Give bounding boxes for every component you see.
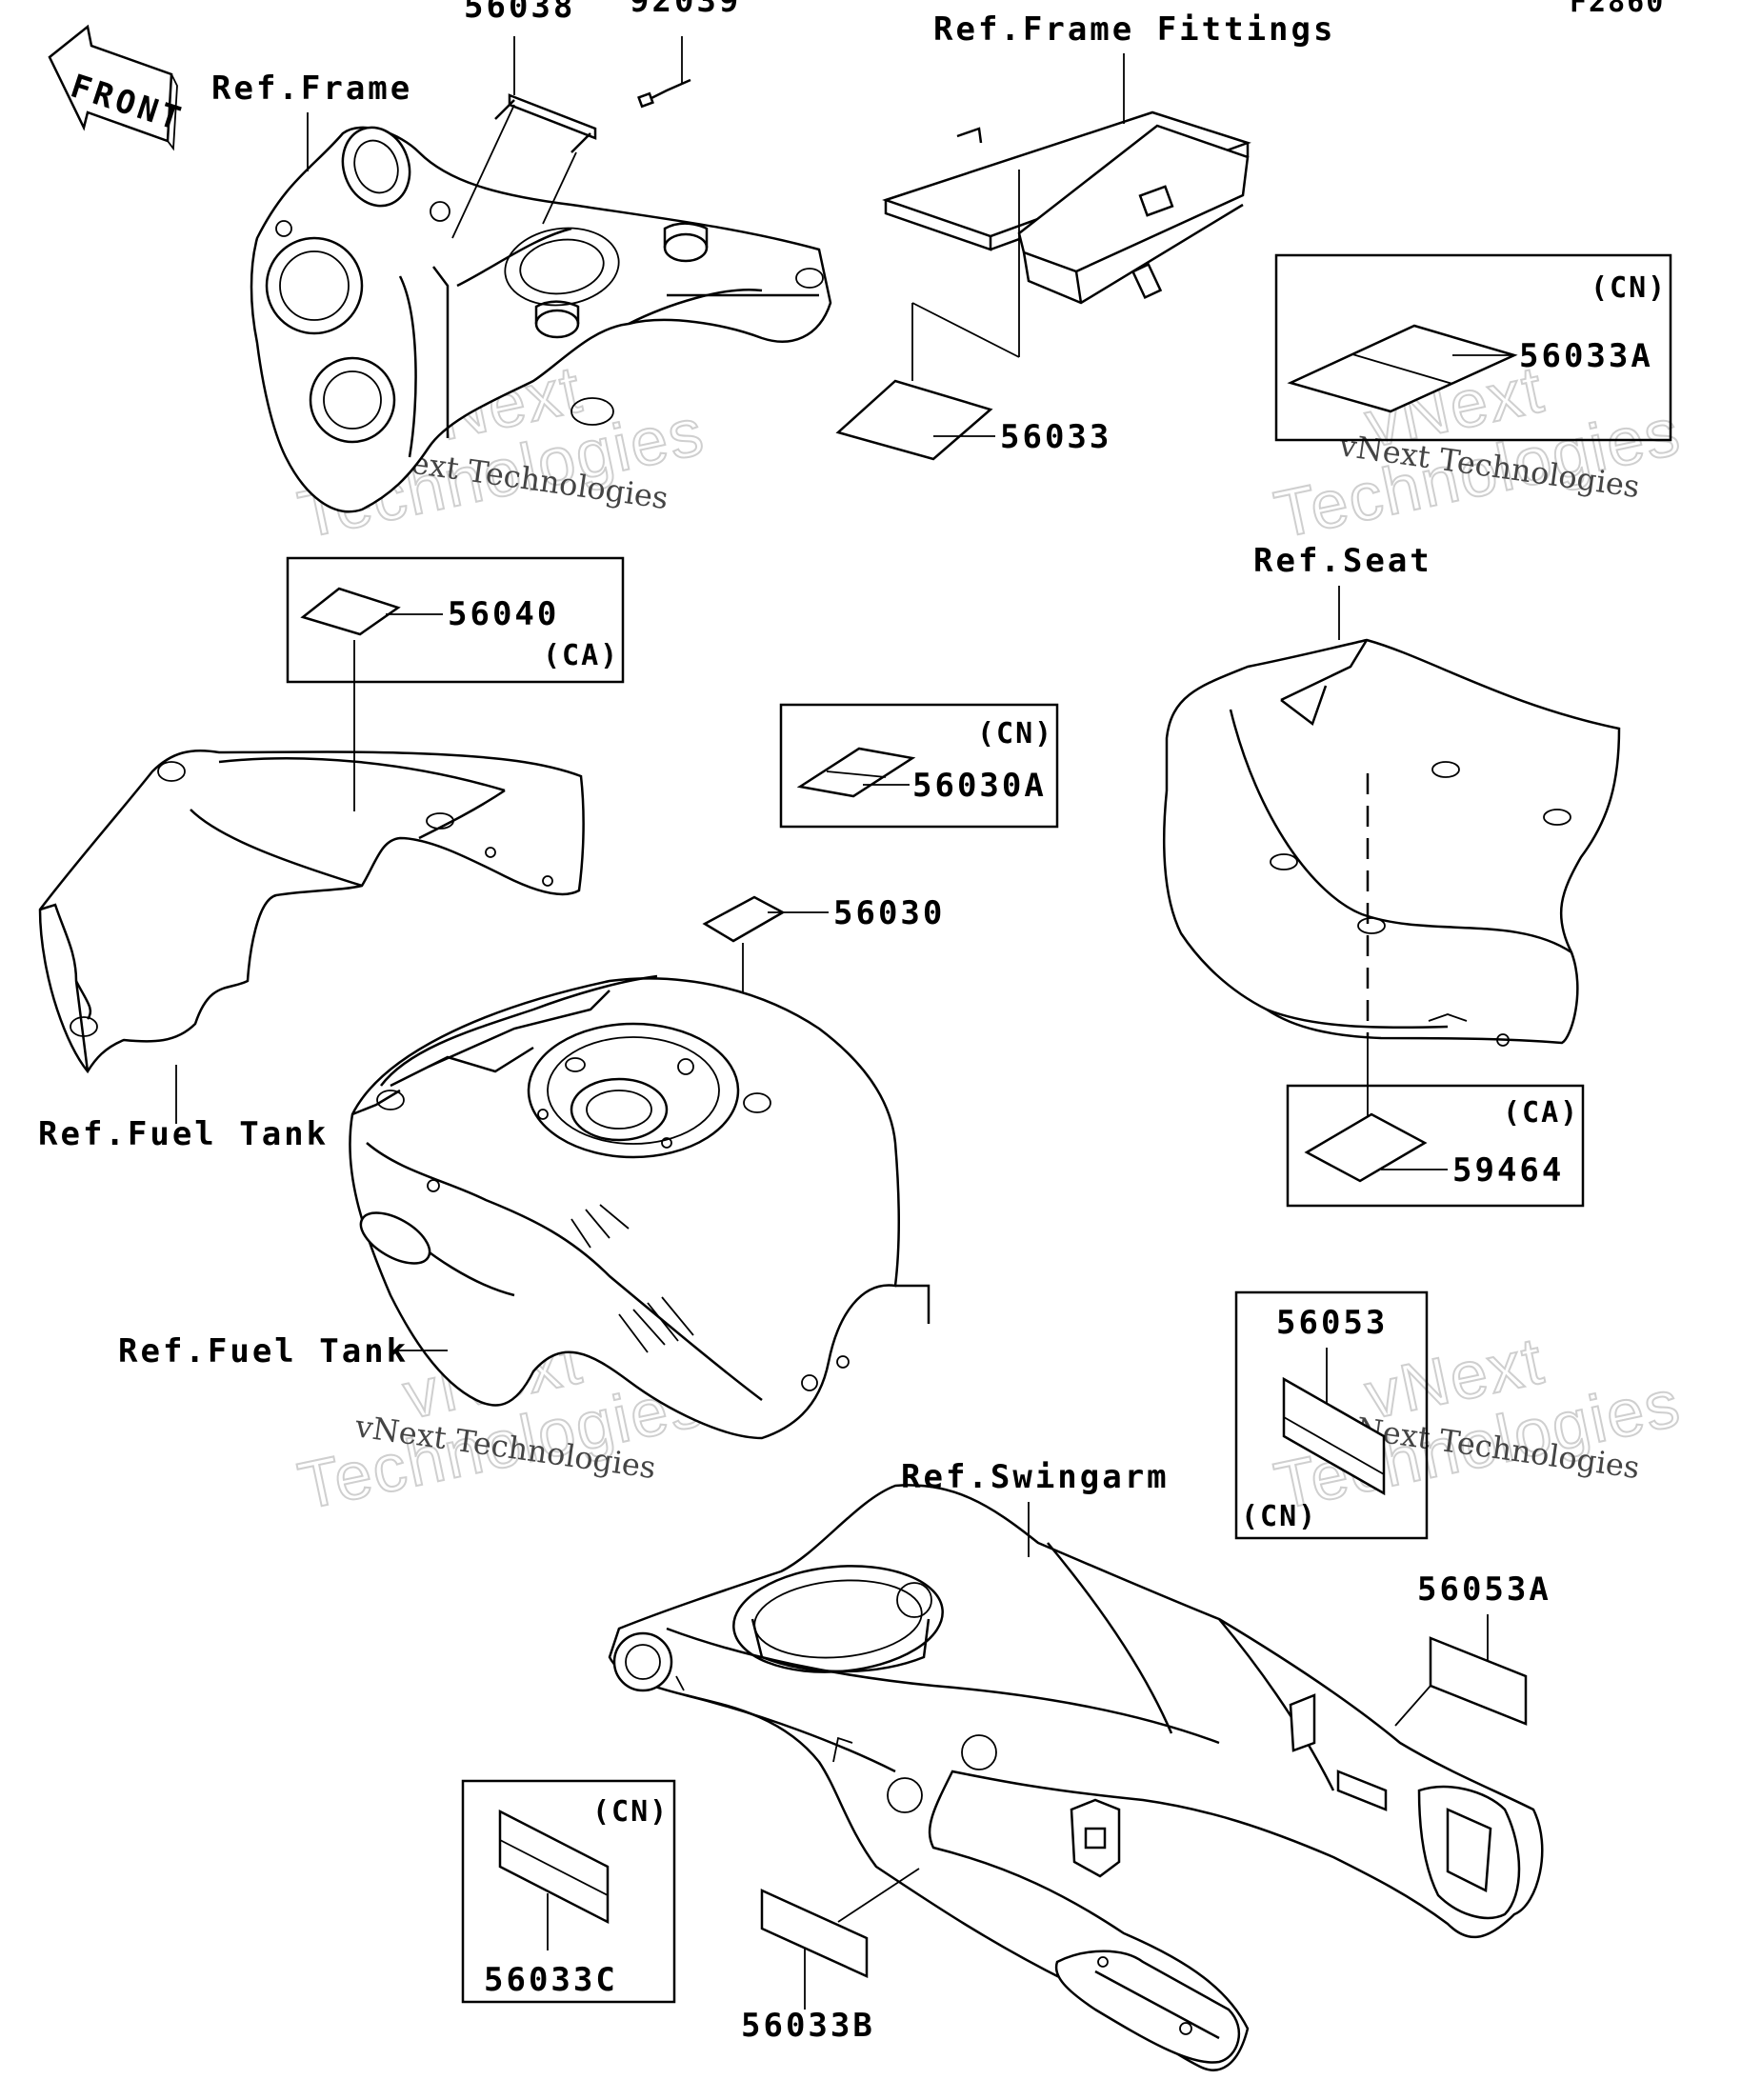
region-cn-56053: (CN) bbox=[1241, 1500, 1317, 1533]
part-92039-bolt-icon bbox=[637, 78, 691, 109]
part-label-56053A: 56053A bbox=[1417, 1570, 1551, 1609]
ref-seat-label: Ref.Seat bbox=[1253, 542, 1432, 580]
fuel-tank-illustration bbox=[349, 974, 931, 1440]
frame-illustration bbox=[250, 126, 832, 513]
swingarm-illustration bbox=[608, 1484, 1544, 2071]
part-56033B-label-sheet-icon bbox=[760, 1889, 869, 1978]
ref-frame-fittings-label: Ref.Frame Fittings bbox=[933, 10, 1335, 49]
box-56040 bbox=[286, 556, 625, 684]
ref-fuel-tank-label-1: Ref.Fuel Tank bbox=[38, 1115, 329, 1153]
part-label-56033A: 56033A bbox=[1519, 337, 1653, 375]
region-cn-56033C: (CN) bbox=[592, 1795, 669, 1829]
part-56038-bracket-icon bbox=[494, 93, 597, 153]
part-label-92039: 92039 bbox=[630, 0, 741, 20]
ref-frame-label: Ref.Frame bbox=[211, 70, 412, 108]
part-label-56033B: 56033B bbox=[741, 2007, 875, 2045]
part-56053A-label-sheet-icon bbox=[1429, 1636, 1528, 1726]
part-label-56040: 56040 bbox=[448, 595, 559, 633]
part-label-56030A: 56030A bbox=[912, 767, 1047, 805]
box-59464 bbox=[1286, 1084, 1585, 1208]
region-ca-56040: (CA) bbox=[543, 639, 619, 672]
front-arrow-icon: FRONT bbox=[48, 24, 189, 151]
region-cn-56033A: (CN) bbox=[1591, 271, 1667, 305]
part-59464-label-sheet-icon bbox=[1304, 1112, 1428, 1183]
part-label-59464: 59464 bbox=[1452, 1151, 1564, 1190]
box-56053 bbox=[1234, 1290, 1429, 1540]
part-label-56038: 56038 bbox=[464, 0, 575, 26]
box-56033A bbox=[1274, 253, 1672, 442]
box-56030A bbox=[779, 703, 1059, 829]
ref-swingarm-label: Ref.Swingarm bbox=[901, 1458, 1170, 1496]
part-56033-label-sheet-icon bbox=[835, 379, 993, 461]
diagram-code: F2860 bbox=[1570, 0, 1665, 19]
fuel-tank-cover-illustration bbox=[38, 749, 585, 1074]
frame-fittings-case-illustration bbox=[882, 110, 1251, 305]
region-cn-56030A: (CN) bbox=[977, 717, 1053, 750]
part-56030-label-sheet-icon bbox=[702, 895, 786, 943]
seat-illustration bbox=[1162, 638, 1621, 1047]
part-56040-label-sheet-icon bbox=[300, 587, 401, 636]
box-56033C bbox=[461, 1779, 676, 2004]
part-56030A-label-sheet-icon bbox=[796, 747, 916, 798]
part-label-56033: 56033 bbox=[1000, 418, 1111, 456]
part-label-56053: 56053 bbox=[1276, 1304, 1388, 1342]
ref-fuel-tank-label-2: Ref.Fuel Tank bbox=[118, 1332, 409, 1370]
part-label-56030: 56030 bbox=[833, 894, 945, 932]
region-ca-59464: (CA) bbox=[1503, 1096, 1579, 1130]
part-label-56033C: 56033C bbox=[484, 1961, 618, 1999]
